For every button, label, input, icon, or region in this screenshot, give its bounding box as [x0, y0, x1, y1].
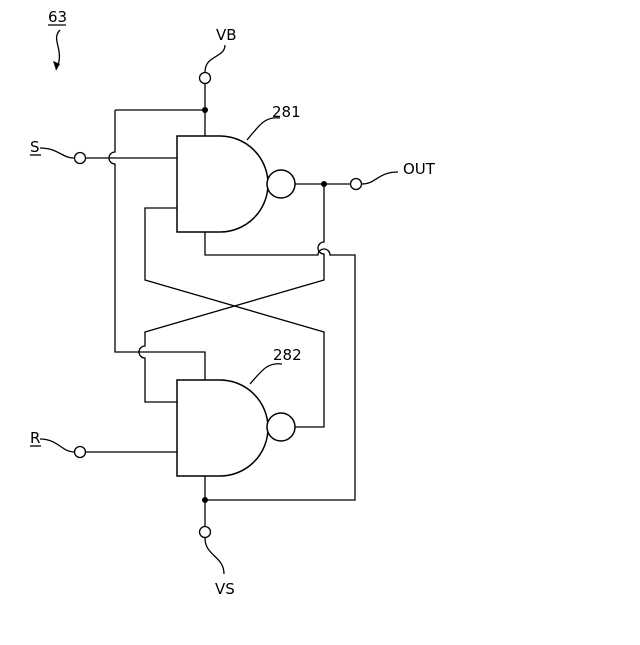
- r-terminal: [75, 447, 86, 458]
- gate-281-body: [177, 136, 268, 232]
- vs-leader: [205, 538, 224, 574]
- gate-281-label: 281: [272, 103, 301, 121]
- r-label: R: [30, 429, 40, 447]
- r-input: R: [30, 429, 177, 458]
- vs-junction: [202, 497, 208, 503]
- vb-label: VB: [216, 26, 237, 44]
- figure-reference: 63: [48, 8, 67, 70]
- s-input: S: [30, 138, 177, 164]
- vs-label: VS: [215, 580, 235, 598]
- nand-gate-281: 281: [177, 103, 301, 232]
- gate-282-label: 282: [273, 346, 302, 364]
- gate-282-bubble: [267, 413, 295, 441]
- out-terminal: [351, 179, 362, 190]
- gate-282-leader: [250, 364, 282, 384]
- s-leader: [40, 148, 74, 158]
- out-label: OUT: [403, 160, 436, 178]
- vb-terminal: [200, 73, 211, 84]
- gate-282-body: [177, 380, 268, 476]
- out-leader: [362, 172, 398, 184]
- vs-supply: VS: [200, 476, 235, 598]
- vb-leader: [205, 45, 225, 72]
- gate-281-leader: [247, 118, 280, 140]
- gate-281-bubble: [267, 170, 295, 198]
- s-terminal: [75, 153, 86, 164]
- r-leader: [40, 439, 74, 452]
- vb-supply: VB: [115, 26, 237, 136]
- s-label: S: [30, 138, 40, 156]
- out-output: OUT: [295, 160, 436, 190]
- figure-ref-label: 63: [48, 8, 67, 26]
- nand-gate-282: 282: [177, 346, 302, 476]
- vs-terminal: [200, 527, 211, 538]
